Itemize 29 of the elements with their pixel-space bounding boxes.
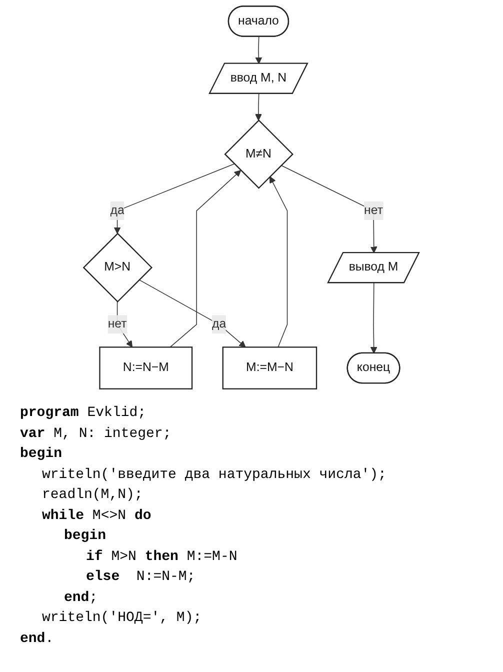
code-line: end; bbox=[63, 588, 98, 608]
code-line: writeln('НОД=', M); bbox=[41, 609, 202, 628]
arrow bbox=[370, 282, 378, 354]
arrow bbox=[114, 164, 235, 234]
code-line: program Evklid; bbox=[20, 404, 146, 423]
arrow bbox=[255, 93, 262, 121]
arrow bbox=[270, 176, 288, 348]
code-line: readln(M,N); bbox=[41, 486, 143, 505]
code-line: if M>N then M:=M-N bbox=[85, 548, 238, 566]
node-diamond: M≠N bbox=[224, 120, 294, 189]
arrow bbox=[170, 170, 242, 348]
edge-label: нет bbox=[364, 204, 384, 217]
arrow bbox=[138, 279, 246, 348]
edge-label: да bbox=[212, 317, 226, 331]
node-box: M:=M−N bbox=[222, 346, 318, 390]
edge-label: да bbox=[110, 204, 124, 217]
node-diamond: M>N bbox=[82, 232, 153, 302]
code-line: while M<>N do bbox=[41, 506, 152, 526]
arrow bbox=[255, 36, 262, 64]
code-line: var M, N: integer; bbox=[20, 424, 172, 444]
node-box: N:=N−M bbox=[99, 346, 193, 390]
code-line: writeln('введите два натуральных числа'); bbox=[41, 466, 386, 484]
code-line: begin bbox=[20, 445, 62, 464]
code-line: end. bbox=[20, 630, 54, 648]
code-line: else N:=N-M; bbox=[85, 568, 196, 587]
arrow bbox=[280, 164, 378, 254]
arrow bbox=[117, 301, 133, 348]
code-line: begin bbox=[63, 527, 106, 546]
edge-label: нет bbox=[108, 317, 127, 331]
